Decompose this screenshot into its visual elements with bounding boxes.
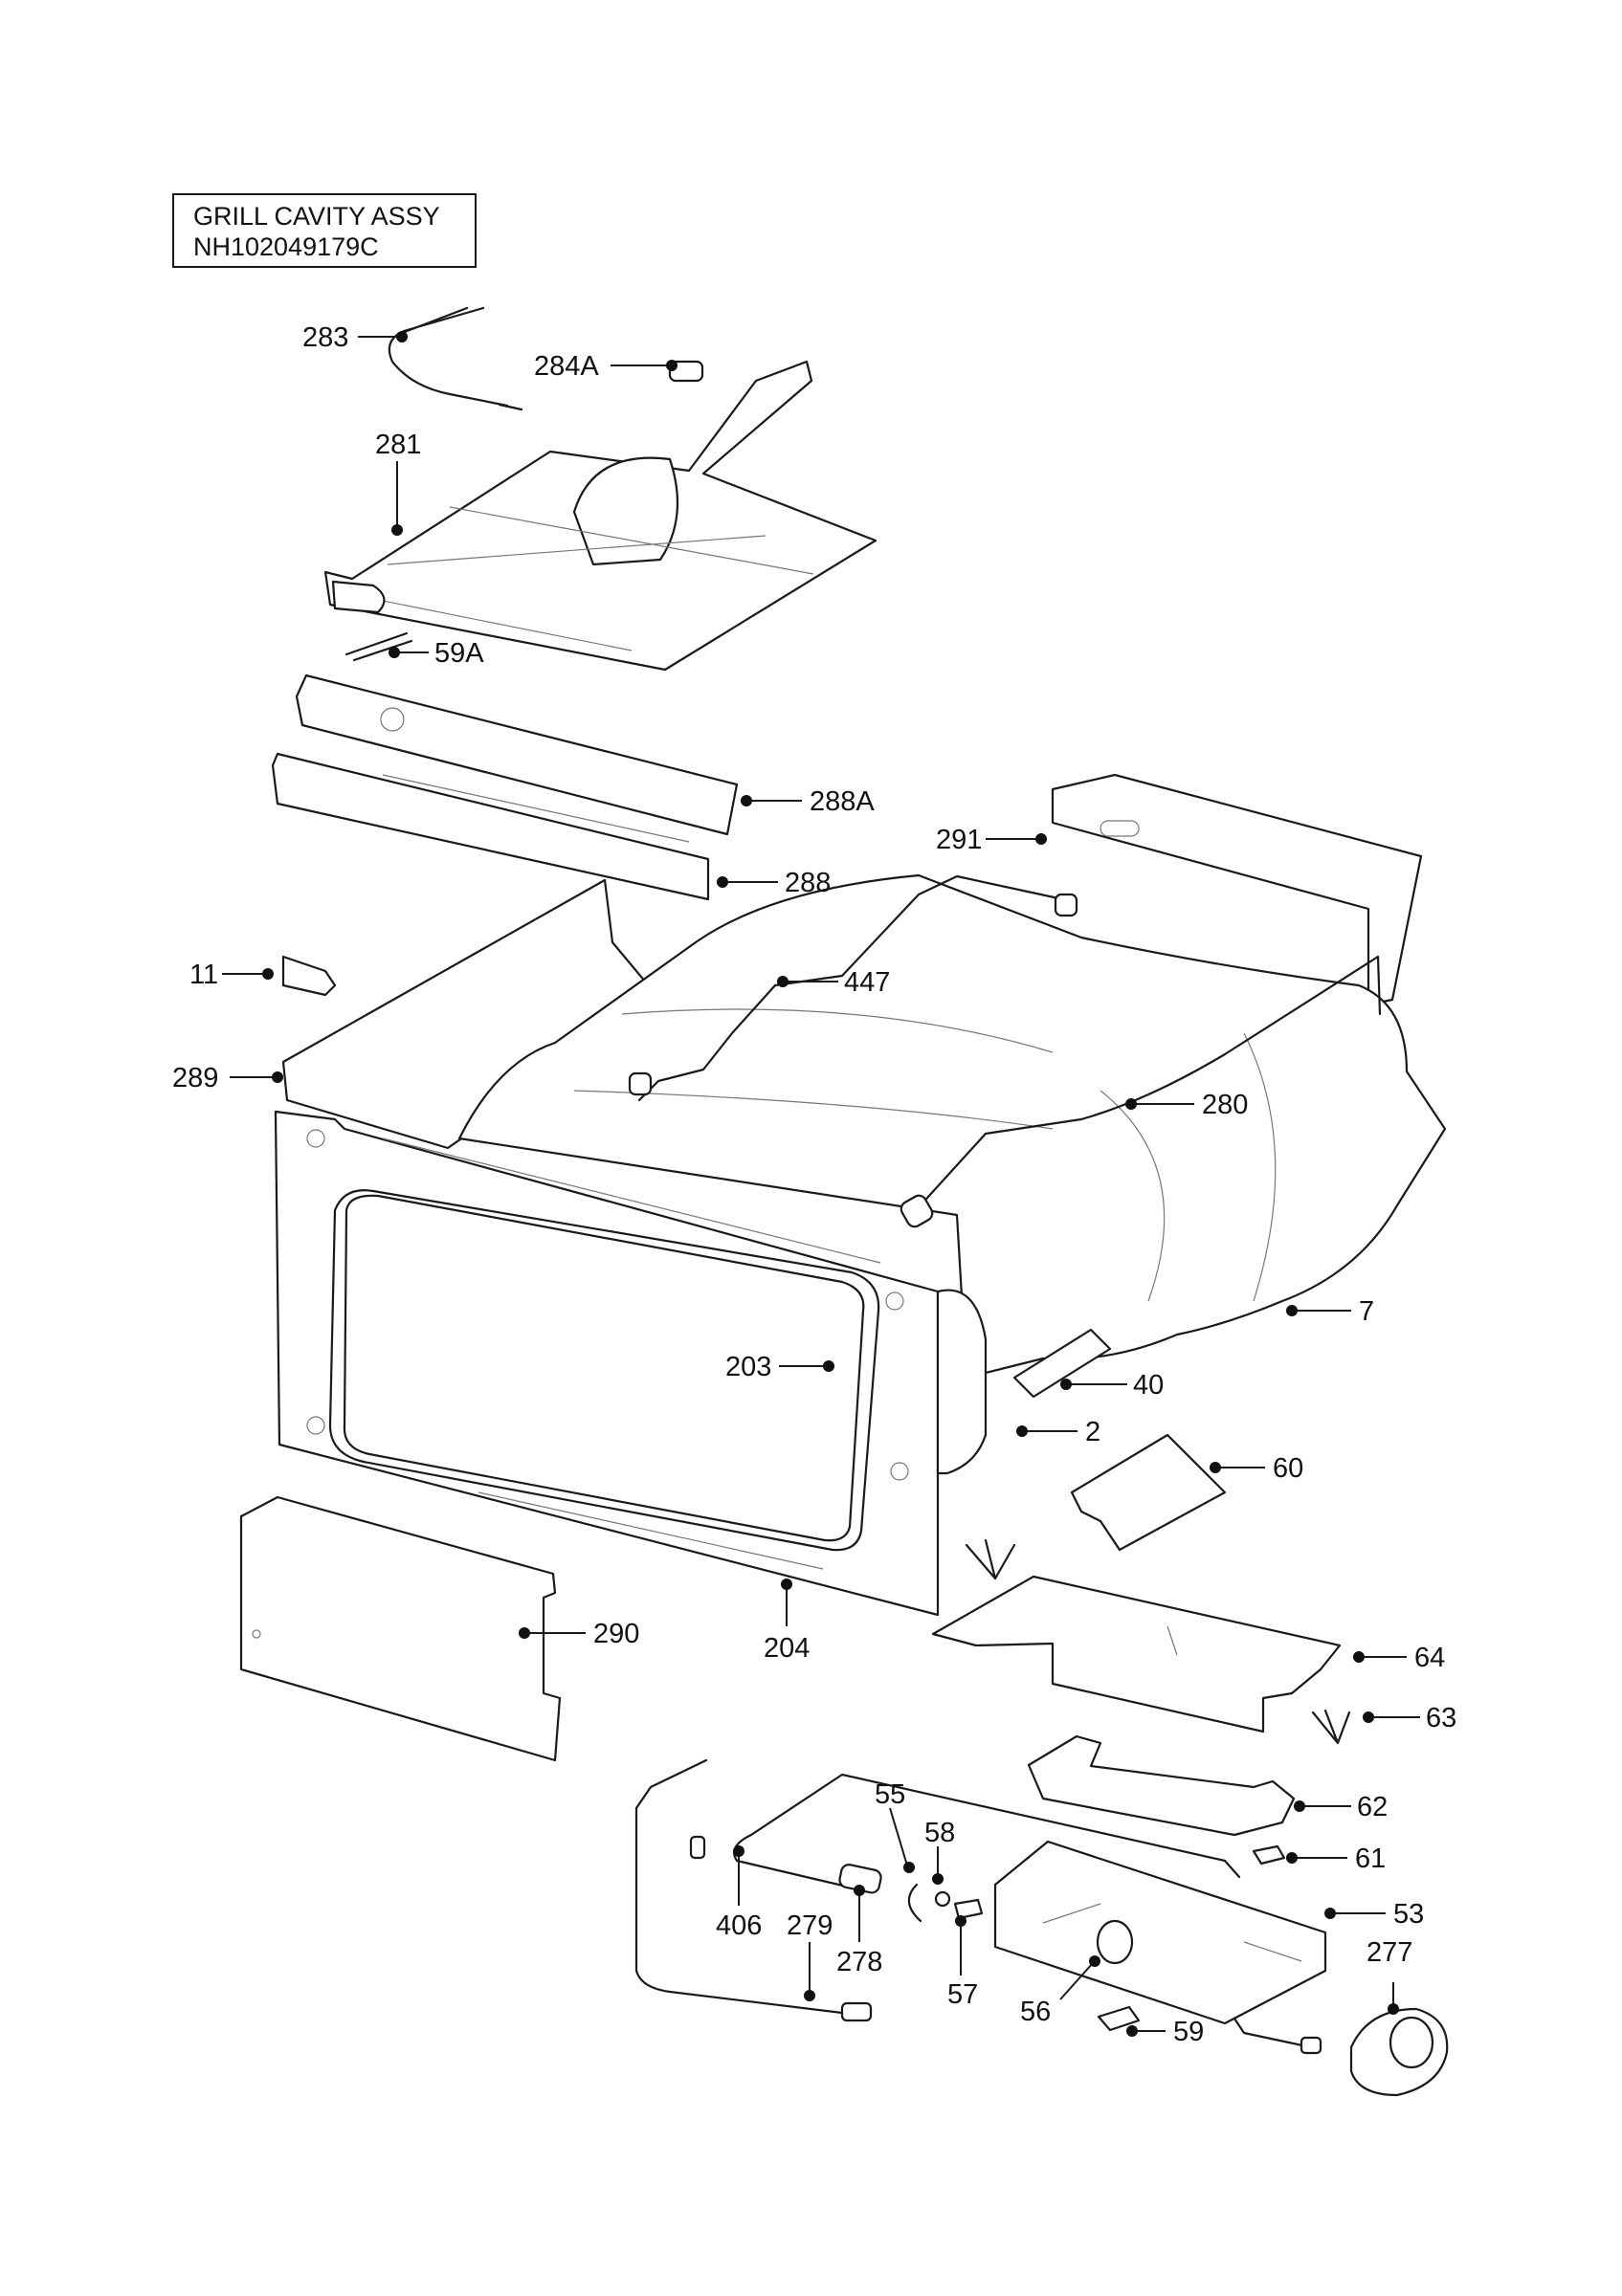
callout-288A: 288A xyxy=(810,786,875,817)
burner-box-53 xyxy=(993,1840,1327,2025)
front-frame-204 xyxy=(274,1110,940,1617)
callout-64: 64 xyxy=(1414,1643,1445,1673)
callout-59: 59 xyxy=(1173,2017,1204,2047)
callout-53: 53 xyxy=(1393,1899,1424,1930)
callout-284A: 284A xyxy=(534,351,599,382)
heat-shield-288 xyxy=(271,752,710,901)
callout-56: 56 xyxy=(1020,1997,1051,2027)
cavity-shell-2 xyxy=(936,1289,988,1475)
callout-277: 277 xyxy=(1366,1937,1412,1968)
assembly-part-number: NH102049179C xyxy=(193,232,379,261)
wire-283 xyxy=(388,306,523,411)
callout-204: 204 xyxy=(764,1633,810,1664)
bracket-40 xyxy=(1012,1328,1112,1399)
insulation-wrap-7 xyxy=(457,873,1447,1380)
callout-291: 291 xyxy=(936,825,982,855)
callout-278: 278 xyxy=(836,1947,882,1977)
knob-56 xyxy=(1096,1919,1134,1965)
wire-279 xyxy=(634,1758,868,2019)
callout-288: 288 xyxy=(785,868,831,898)
clip-upper xyxy=(965,1538,1016,1580)
callout-11: 11 xyxy=(189,960,218,990)
callout-2: 2 xyxy=(1085,1417,1100,1447)
wire-406 xyxy=(733,1773,1241,1888)
callout-55: 55 xyxy=(875,1779,905,1810)
clip-59 xyxy=(1097,2005,1141,2032)
callout-63: 63 xyxy=(1426,1703,1456,1733)
assembly-title: GRILL CAVITY ASSY xyxy=(193,202,440,231)
callout-labels: 283 284A 281 59A 288A 291 288 11 447 289… xyxy=(172,322,1456,2047)
clip-63 xyxy=(1311,1709,1351,1745)
callout-289: 289 xyxy=(172,1063,218,1093)
heat-shield-288A xyxy=(295,673,739,836)
callout-406: 406 xyxy=(716,1910,762,1941)
grill-top-plate-281 xyxy=(323,360,878,672)
wire-280 xyxy=(917,955,1382,1209)
callout-59A: 59A xyxy=(434,638,484,669)
connector-284A xyxy=(668,360,704,383)
callout-280: 280 xyxy=(1202,1090,1248,1120)
nozzle-57 xyxy=(953,1898,984,1920)
leader-lines xyxy=(222,336,1420,2032)
callout-62: 62 xyxy=(1357,1792,1388,1822)
callout-40: 40 xyxy=(1133,1370,1164,1401)
leader-dots xyxy=(262,331,1399,2037)
wire-447 xyxy=(637,874,1074,1102)
part-61 xyxy=(1252,1844,1286,1866)
clip-11 xyxy=(281,955,337,997)
front-plate-290 xyxy=(239,1495,562,1762)
burner-62 xyxy=(1027,1734,1296,1837)
callout-281: 281 xyxy=(375,430,421,460)
door-seal-203 xyxy=(343,1194,865,1542)
bracket-60 xyxy=(1070,1433,1227,1552)
base-plate-64 xyxy=(931,1575,1342,1733)
callout-58: 58 xyxy=(924,1818,955,1848)
assembly-title-box: GRILL CAVITY ASSY NH102049179C xyxy=(172,193,477,268)
callout-7: 7 xyxy=(1359,1296,1374,1327)
callout-279: 279 xyxy=(787,1910,833,1941)
valve-277 xyxy=(1349,2007,1449,2097)
callout-60: 60 xyxy=(1273,1453,1303,1484)
probe-59A xyxy=(344,631,413,662)
callout-290: 290 xyxy=(593,1619,639,1649)
clip-55 xyxy=(907,1883,922,1923)
callout-283: 283 xyxy=(302,322,348,353)
callout-61: 61 xyxy=(1355,1843,1386,1874)
callout-57: 57 xyxy=(947,1979,978,2010)
callout-203: 203 xyxy=(725,1352,771,1382)
callout-447: 447 xyxy=(844,967,890,998)
oring-58 xyxy=(934,1890,951,1908)
